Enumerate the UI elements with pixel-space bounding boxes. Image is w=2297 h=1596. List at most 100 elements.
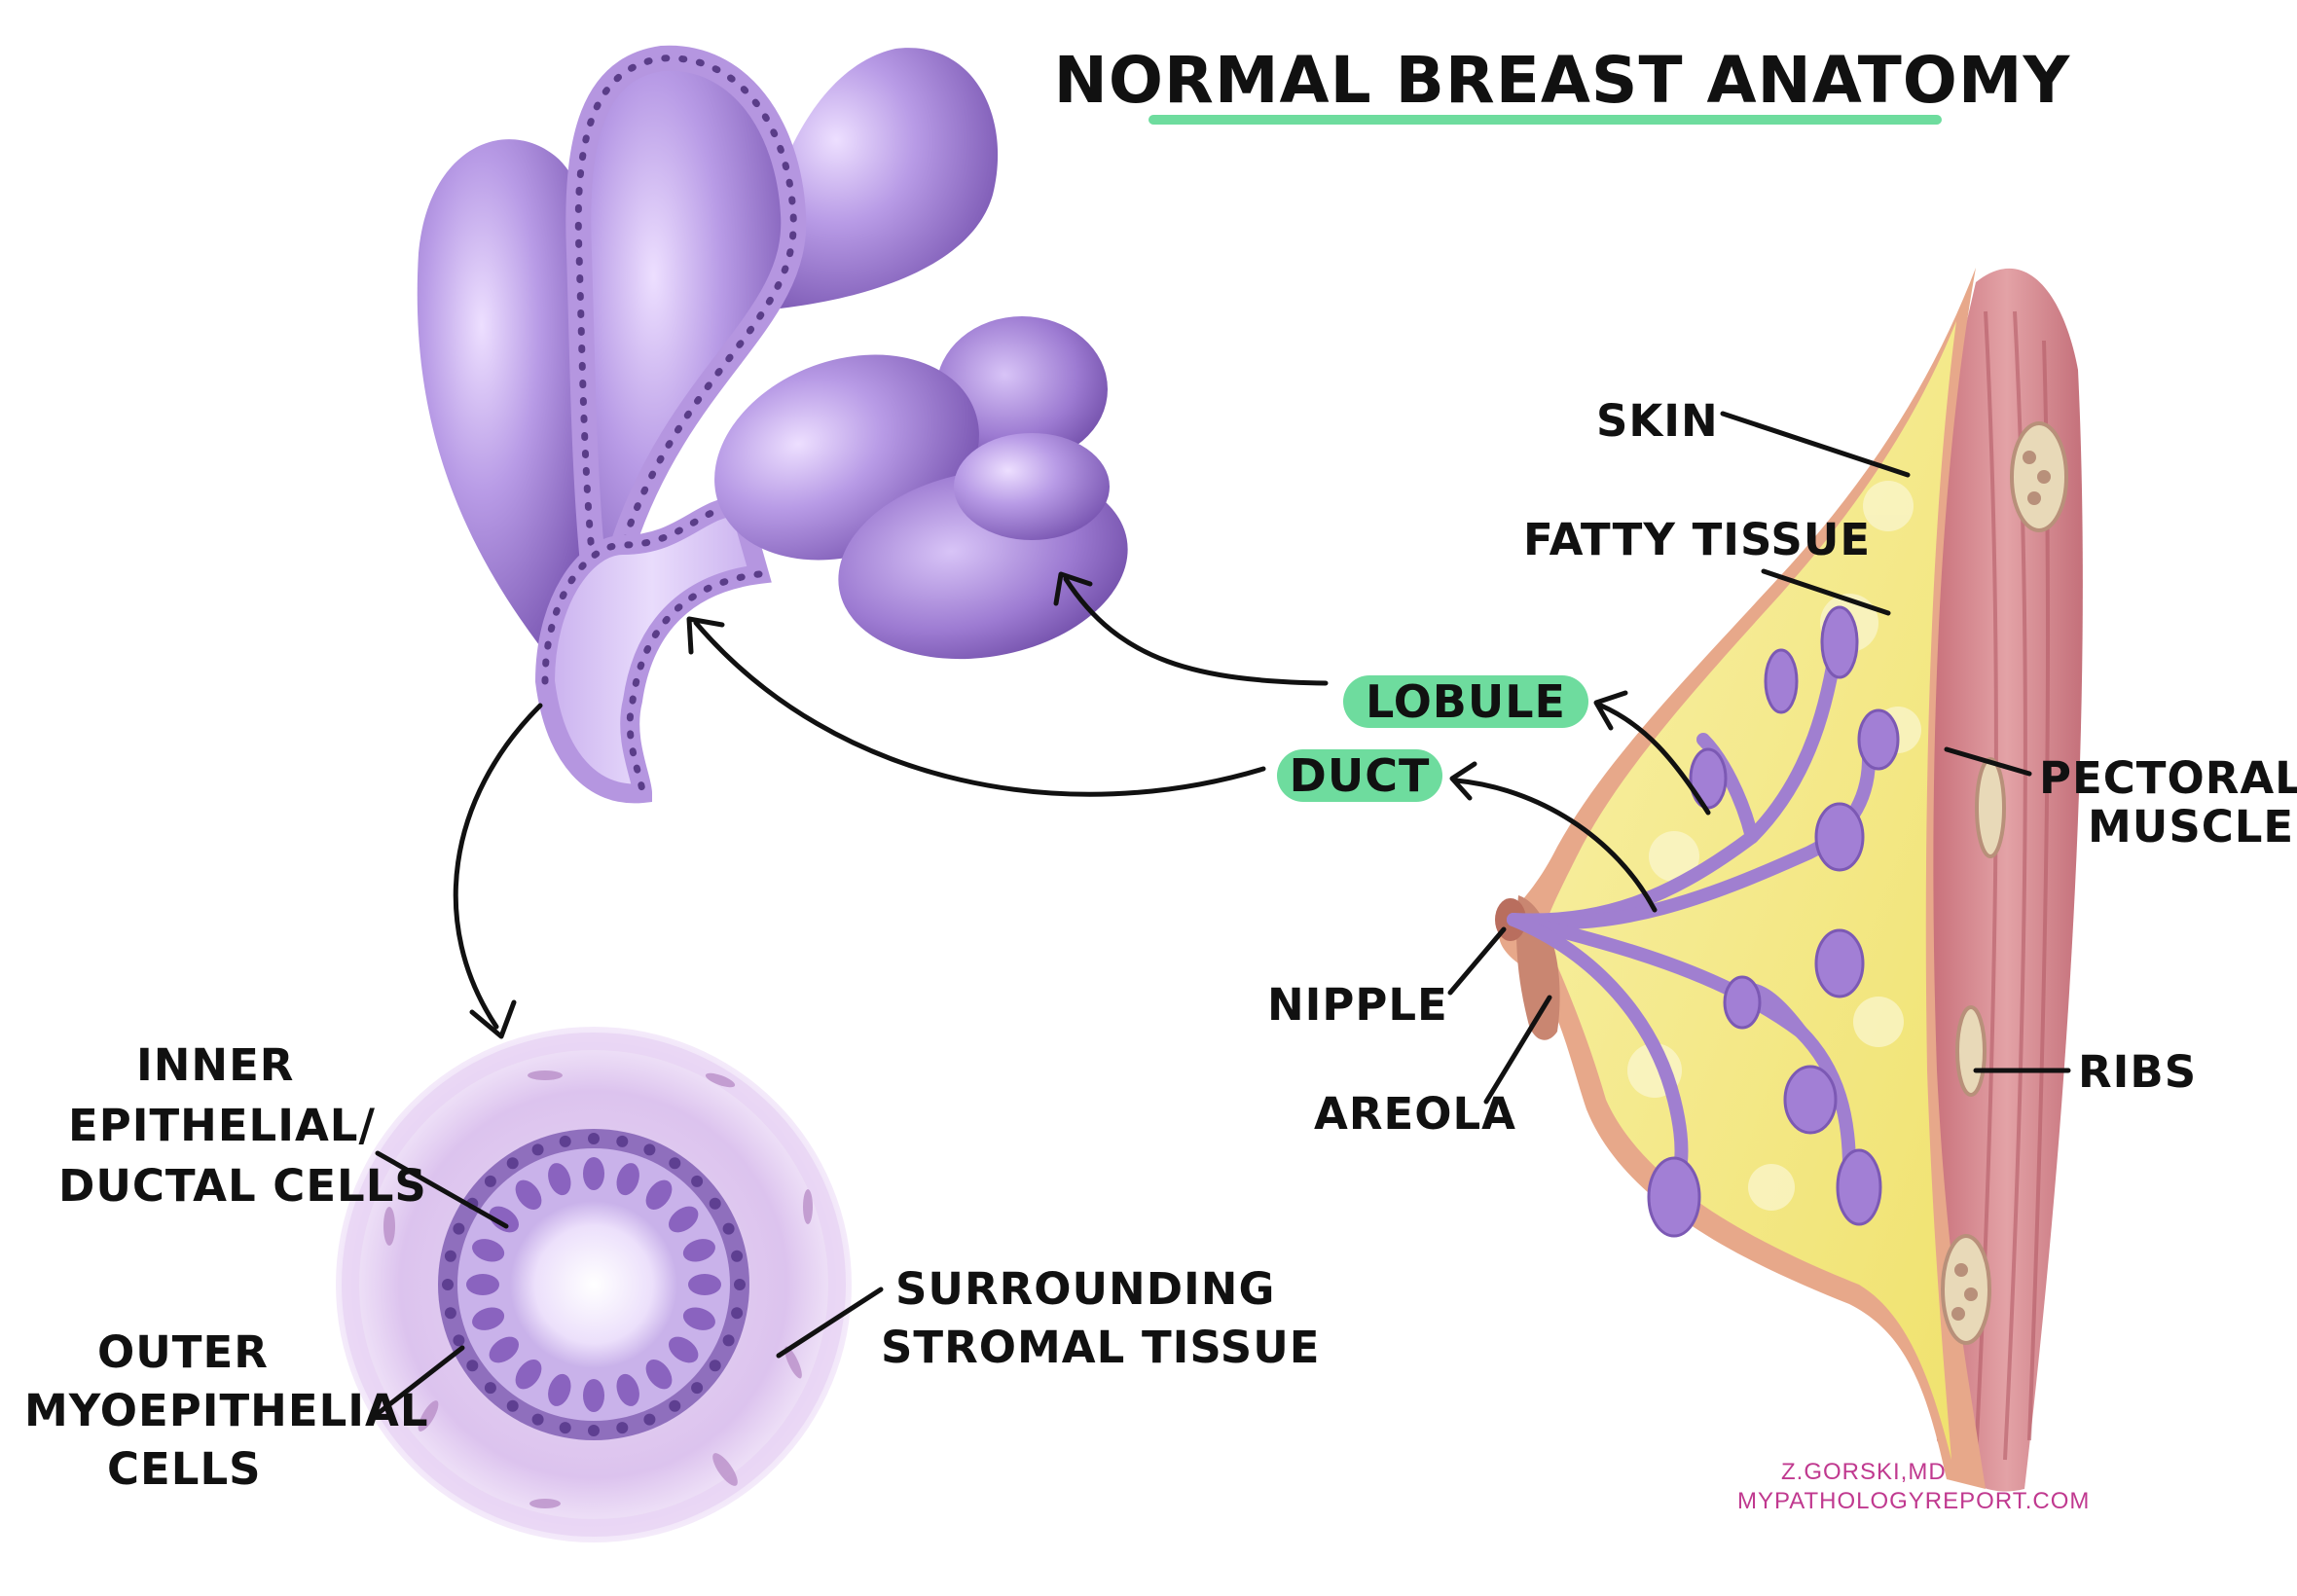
- myoepithelial-nucleus: [731, 1307, 744, 1320]
- title-underline: [1148, 115, 1942, 125]
- outer-myoepithelial-leader: [372, 1345, 465, 1419]
- epithelial-nucleus: [669, 1336, 699, 1363]
- epithelial-nucleus: [466, 1274, 499, 1295]
- arrow-stem-to-cross-section: [453, 703, 543, 1030]
- myoepithelial-nucleus: [709, 1197, 721, 1210]
- stromal-label-line1: SURROUNDING: [895, 1263, 1275, 1315]
- myoepithelial-nucleus: [453, 1222, 465, 1235]
- myoepithelial-nucleus: [643, 1143, 656, 1156]
- outer-myoepithelial-label-line3: CELLS: [107, 1443, 262, 1495]
- epithelial-nucleus: [682, 1239, 715, 1262]
- myoepithelial-nucleus: [506, 1399, 519, 1412]
- duct-lumen: [510, 1201, 677, 1368]
- epithelial-nucleus: [515, 1360, 542, 1390]
- myoepithelial-nucleus: [484, 1382, 496, 1395]
- lobe-left: [417, 139, 602, 672]
- epithelial-nucleus: [489, 1336, 519, 1363]
- lobule-illustration: [417, 45, 1128, 804]
- myoepithelial-nucleus: [669, 1399, 681, 1412]
- myoepithelial-nucleus: [444, 1307, 456, 1320]
- myoepithelial-nucleus: [506, 1157, 519, 1170]
- outer-myoepithelial-label-line1: OUTER: [97, 1326, 269, 1378]
- epithelial-nucleus: [616, 1373, 639, 1406]
- myoepithelial-nucleus: [588, 1133, 600, 1144]
- epithelial-nucleus: [472, 1307, 505, 1330]
- lobule-cluster-top: [936, 316, 1108, 462]
- epithelial-nucleus: [548, 1163, 571, 1196]
- myoepithelial-nucleus: [466, 1360, 479, 1372]
- arrow-lobule-to-cluster: [1063, 576, 1329, 686]
- outer-myoepithelial-label-line2: MYOEPITHELIAL: [24, 1385, 429, 1436]
- myoepithelial-nucleus: [669, 1157, 681, 1170]
- inner-epithelial-label-line3: DUCTAL CELLS: [58, 1160, 427, 1212]
- myoepithelial-nucleus: [722, 1222, 735, 1235]
- lobule-pill: [1343, 675, 1588, 728]
- inner-epithelial-leader: [375, 1150, 509, 1229]
- duct-stem: [534, 495, 772, 804]
- epithelial-nucleus: [669, 1206, 699, 1233]
- page-title: NORMAL BREAST ANATOMY: [1054, 43, 2071, 118]
- stromal-nuclei: [383, 1070, 813, 1508]
- credit-site: MYPATHOLOGYREPORT.COM: [1737, 1488, 2090, 1514]
- myoepithelial-nucleus: [559, 1422, 571, 1434]
- pectoralis-leader: [1944, 746, 2032, 777]
- myoepithelial-nucleus: [453, 1334, 465, 1347]
- myoepithelial-nucleus: [531, 1143, 544, 1156]
- myoepithelial-nucleus: [484, 1175, 496, 1187]
- leader-lines: [372, 411, 2071, 1419]
- duct-label: DUCT: [1290, 749, 1431, 802]
- skin-label: SKIN: [1596, 395, 1719, 447]
- epithelial-nucleus: [616, 1163, 639, 1196]
- myoepithelial-nucleus: [588, 1425, 600, 1436]
- nipple-leader: [1447, 926, 1507, 996]
- epithelial-nucleus: [645, 1179, 673, 1210]
- arrow-breast-to-duct-pill: [1453, 778, 1658, 913]
- epithelial-nucleus: [548, 1373, 571, 1406]
- stromal-leader: [776, 1287, 884, 1359]
- myoepithelial-nucleus: [722, 1334, 735, 1347]
- nipple-label: NIPPLE: [1267, 979, 1448, 1031]
- pectoralis-label-line2: MUSCLE: [2088, 801, 2294, 852]
- epithelial-nucleus: [472, 1239, 505, 1262]
- epithelial-nucleus: [489, 1206, 519, 1233]
- myoepithelial-nucleus: [734, 1279, 746, 1290]
- lobule-cluster-mid: [954, 433, 1110, 540]
- epithelial-nucleus: [583, 1379, 604, 1412]
- fatty-tissue-label: FATTY TISSUE: [1523, 514, 1871, 565]
- epithelial-nucleus: [583, 1157, 604, 1190]
- breast-sagittal-view: [1495, 268, 2083, 1492]
- skin-leader: [1720, 411, 1911, 478]
- myoepithelial-nucleus: [691, 1382, 704, 1395]
- arrows: [453, 571, 1711, 1039]
- duct-pill: [1277, 749, 1442, 802]
- myoepithelial-nucleus: [442, 1279, 454, 1290]
- myoepithelial-nucleus: [531, 1413, 544, 1426]
- myoepithelial-nucleus: [444, 1250, 456, 1262]
- epithelial-nucleus: [645, 1360, 673, 1390]
- inner-epithelial-label-line2: EPITHELIAL/: [68, 1100, 376, 1151]
- internal-lobules: [1647, 605, 1900, 1238]
- arrow-duct-to-stem: [693, 620, 1266, 797]
- myoepithelial-nucleus: [616, 1135, 629, 1147]
- lobule-label: LOBULE: [1366, 675, 1566, 728]
- myoepithelial-nucleus: [643, 1413, 656, 1426]
- myoepithelial-nucleus: [709, 1360, 721, 1372]
- myoepithelial-nucleus: [559, 1135, 571, 1147]
- epithelial-nucleus: [682, 1307, 715, 1330]
- myoepithelial-nucleus: [731, 1250, 744, 1262]
- areola-leader: [1483, 995, 1552, 1105]
- fatty-tissue-leader: [1761, 568, 1891, 616]
- myoepithelial-nucleus: [691, 1175, 704, 1187]
- pectoralis-muscle: [1930, 268, 2083, 1492]
- inner-epithelial-label-line1: INNER: [136, 1039, 294, 1091]
- lobe-top-right: [749, 48, 999, 312]
- epithelial-nuclei: [442, 1133, 746, 1436]
- credit-author: Z.GORSKI,MD: [1781, 1459, 1947, 1485]
- arrow-breast-to-lobule-pill: [1598, 703, 1711, 816]
- ribs-label: RIBS: [2078, 1046, 2197, 1098]
- duct-cross-section: [336, 1027, 852, 1542]
- myoepithelial-nucleus: [616, 1422, 629, 1434]
- stromal-label-line2: STROMAL TISSUE: [881, 1322, 1320, 1373]
- epithelial-nucleus: [688, 1274, 721, 1295]
